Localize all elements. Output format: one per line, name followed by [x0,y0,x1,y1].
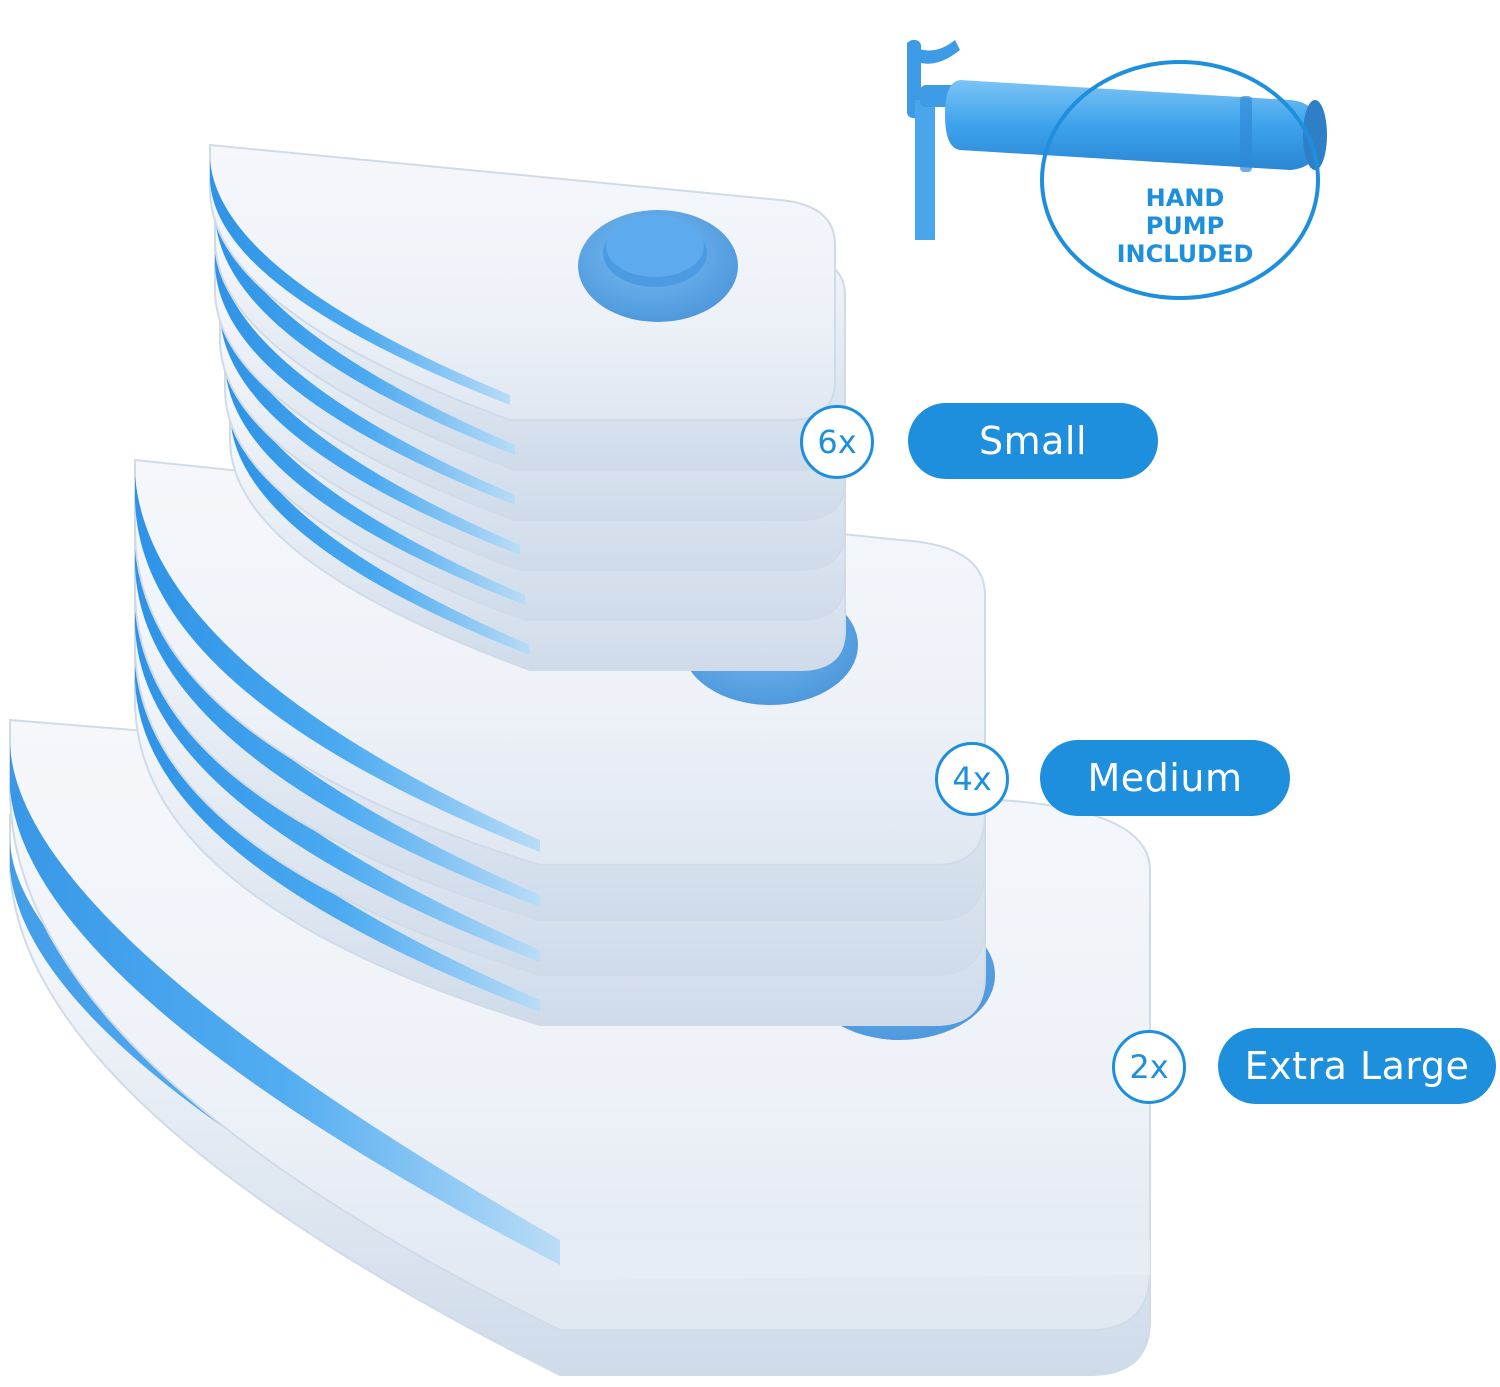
pump-badge-text: HAND PUMP INCLUDED [1090,184,1280,268]
extra-large-size-label: Extra Large [1218,1028,1496,1104]
small-count-badge: 6x [800,405,874,479]
pump-line-2: PUMP [1145,212,1225,240]
medium-size-label: Medium [1040,740,1290,816]
extra-large-count-badge: 2x [1112,1030,1186,1104]
small-bags [209,143,846,671]
pump-line-1: HAND [1145,184,1225,212]
pump-badge-circle [1040,60,1320,300]
medium-count-badge: 4x [935,742,1009,816]
pump-line-3: INCLUDED [1116,240,1254,268]
small-size-label: Small [908,403,1158,479]
